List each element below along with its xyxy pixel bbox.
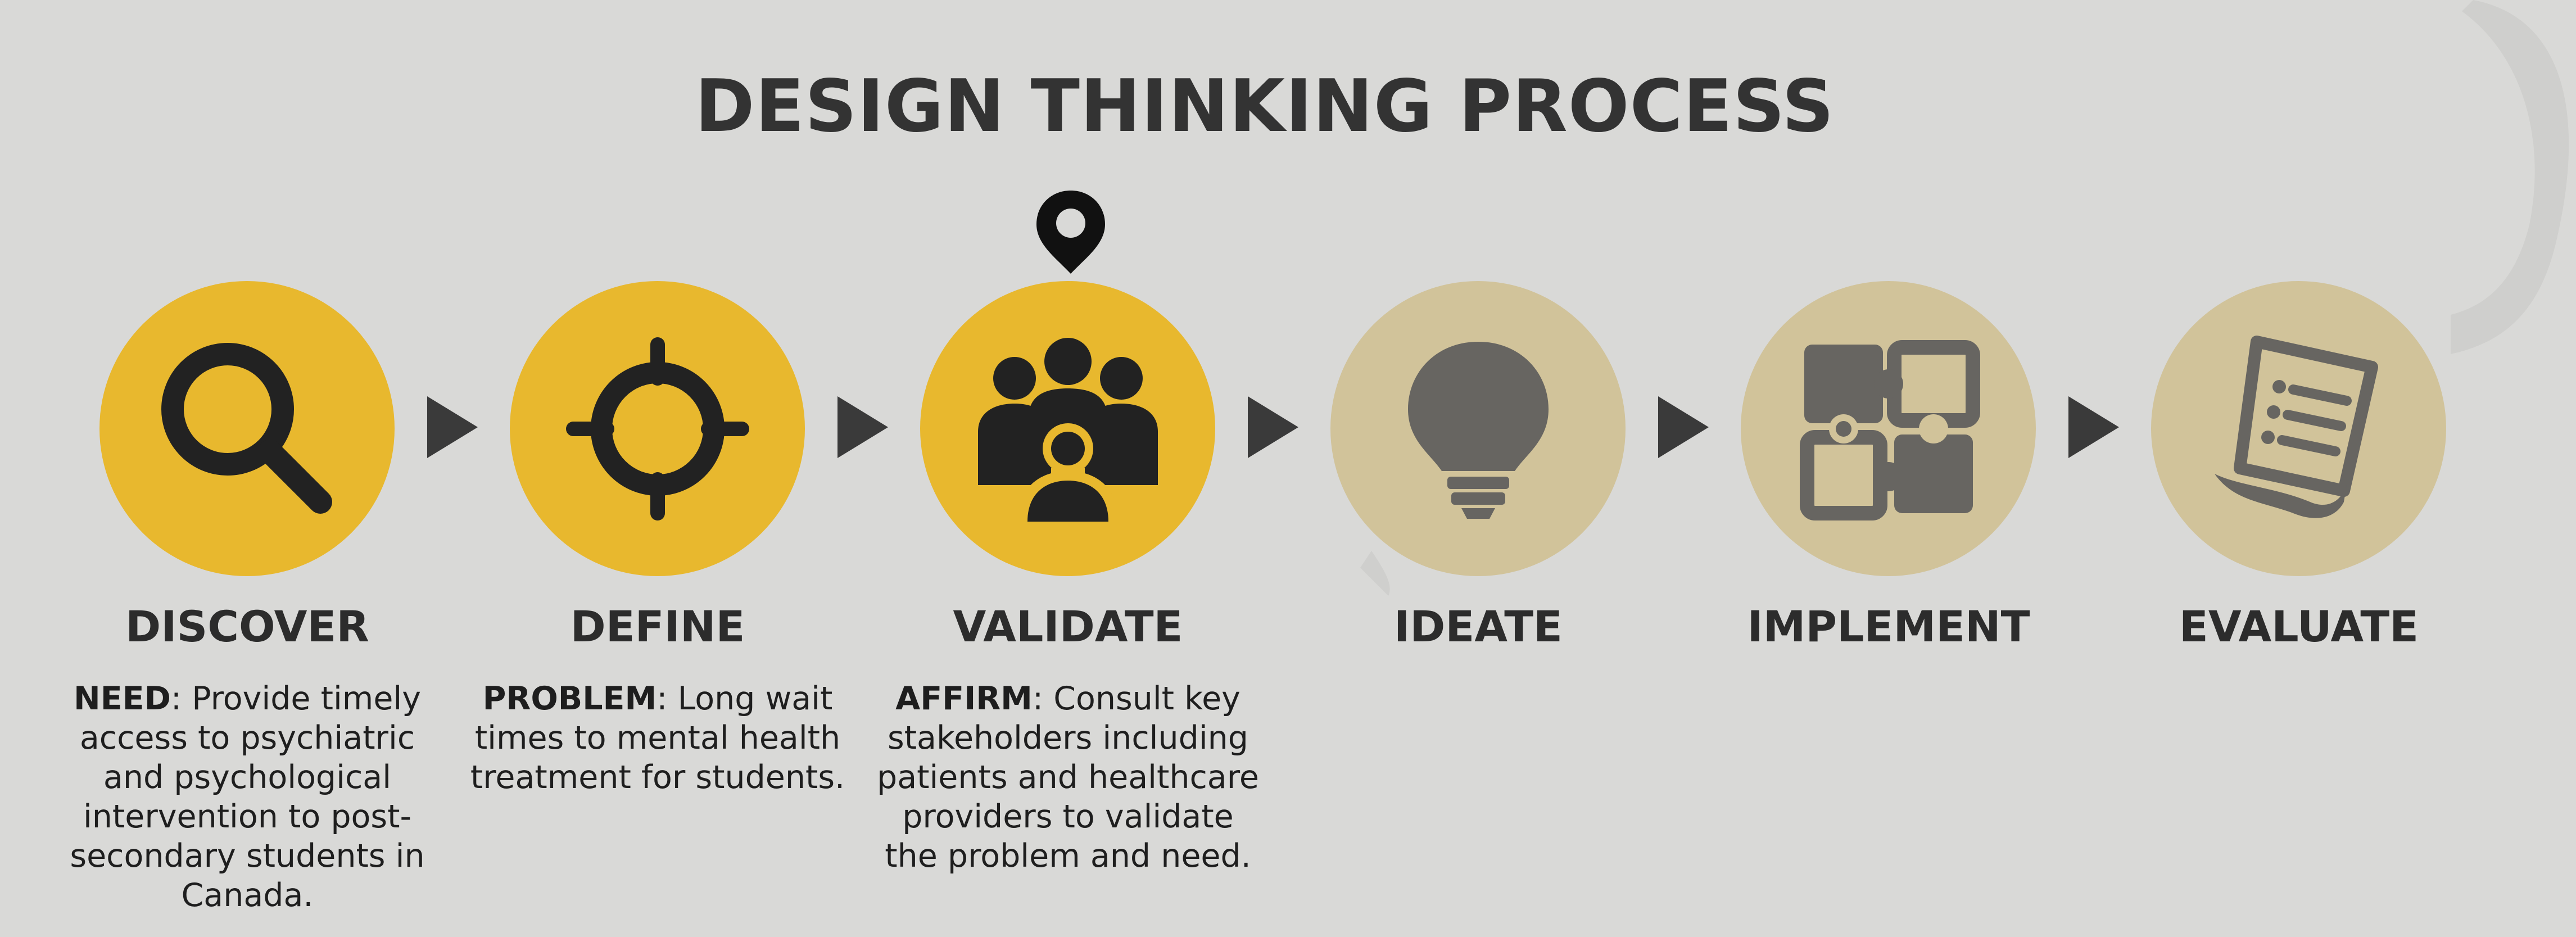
discover-circle [99,281,395,576]
group-icon [977,337,1158,522]
desc-text: : Long wait times to mental health treat… [470,680,845,796]
stage-label: IDEATE [1394,601,1563,651]
desc-key: AFFIRM [895,680,1033,717]
stage-label: EVALUATE [2179,601,2419,651]
arrow-right-icon [2068,396,2119,458]
crosshair-icon [565,337,749,520]
stage-label: IMPLEMENT [1747,601,2030,651]
implement-circle [1741,281,2036,576]
desc-key: PROBLEM [482,680,657,717]
ideate-circle [1330,281,1626,576]
arrow-right-icon [837,396,888,458]
stage-description: PROBLEM: Long wait times to mental healt… [467,679,849,797]
stage-label: VALIDATE [953,601,1183,651]
diagram-title: DESIGN THINKING PROCESS [695,65,1835,148]
magnifier-icon [161,342,332,514]
desc-key: NEED [74,680,171,717]
arrow-right-icon [427,396,478,458]
stage-description: AFFIRM: Consult key stakeholders includi… [877,679,1259,876]
lightbulb-icon [1407,341,1549,519]
desc-text: : Provide timely access to psychiatric a… [70,680,425,914]
stage-label: DISCOVER [125,601,369,651]
stage-label: DEFINE [570,601,745,651]
evaluate-circle [2151,281,2446,576]
arrow-right-icon [1658,396,1709,458]
arrow-right-icon [1248,396,1298,458]
document-icon [2214,335,2378,518]
desc-text: : Consult key stakeholders including pat… [877,680,1259,875]
location-pin-icon [1036,191,1105,274]
puzzle-icon [1799,340,1980,520]
validate-circle [920,281,1215,576]
stage-description: NEED: Provide timely access to psychiatr… [56,679,438,915]
define-circle [510,281,805,576]
